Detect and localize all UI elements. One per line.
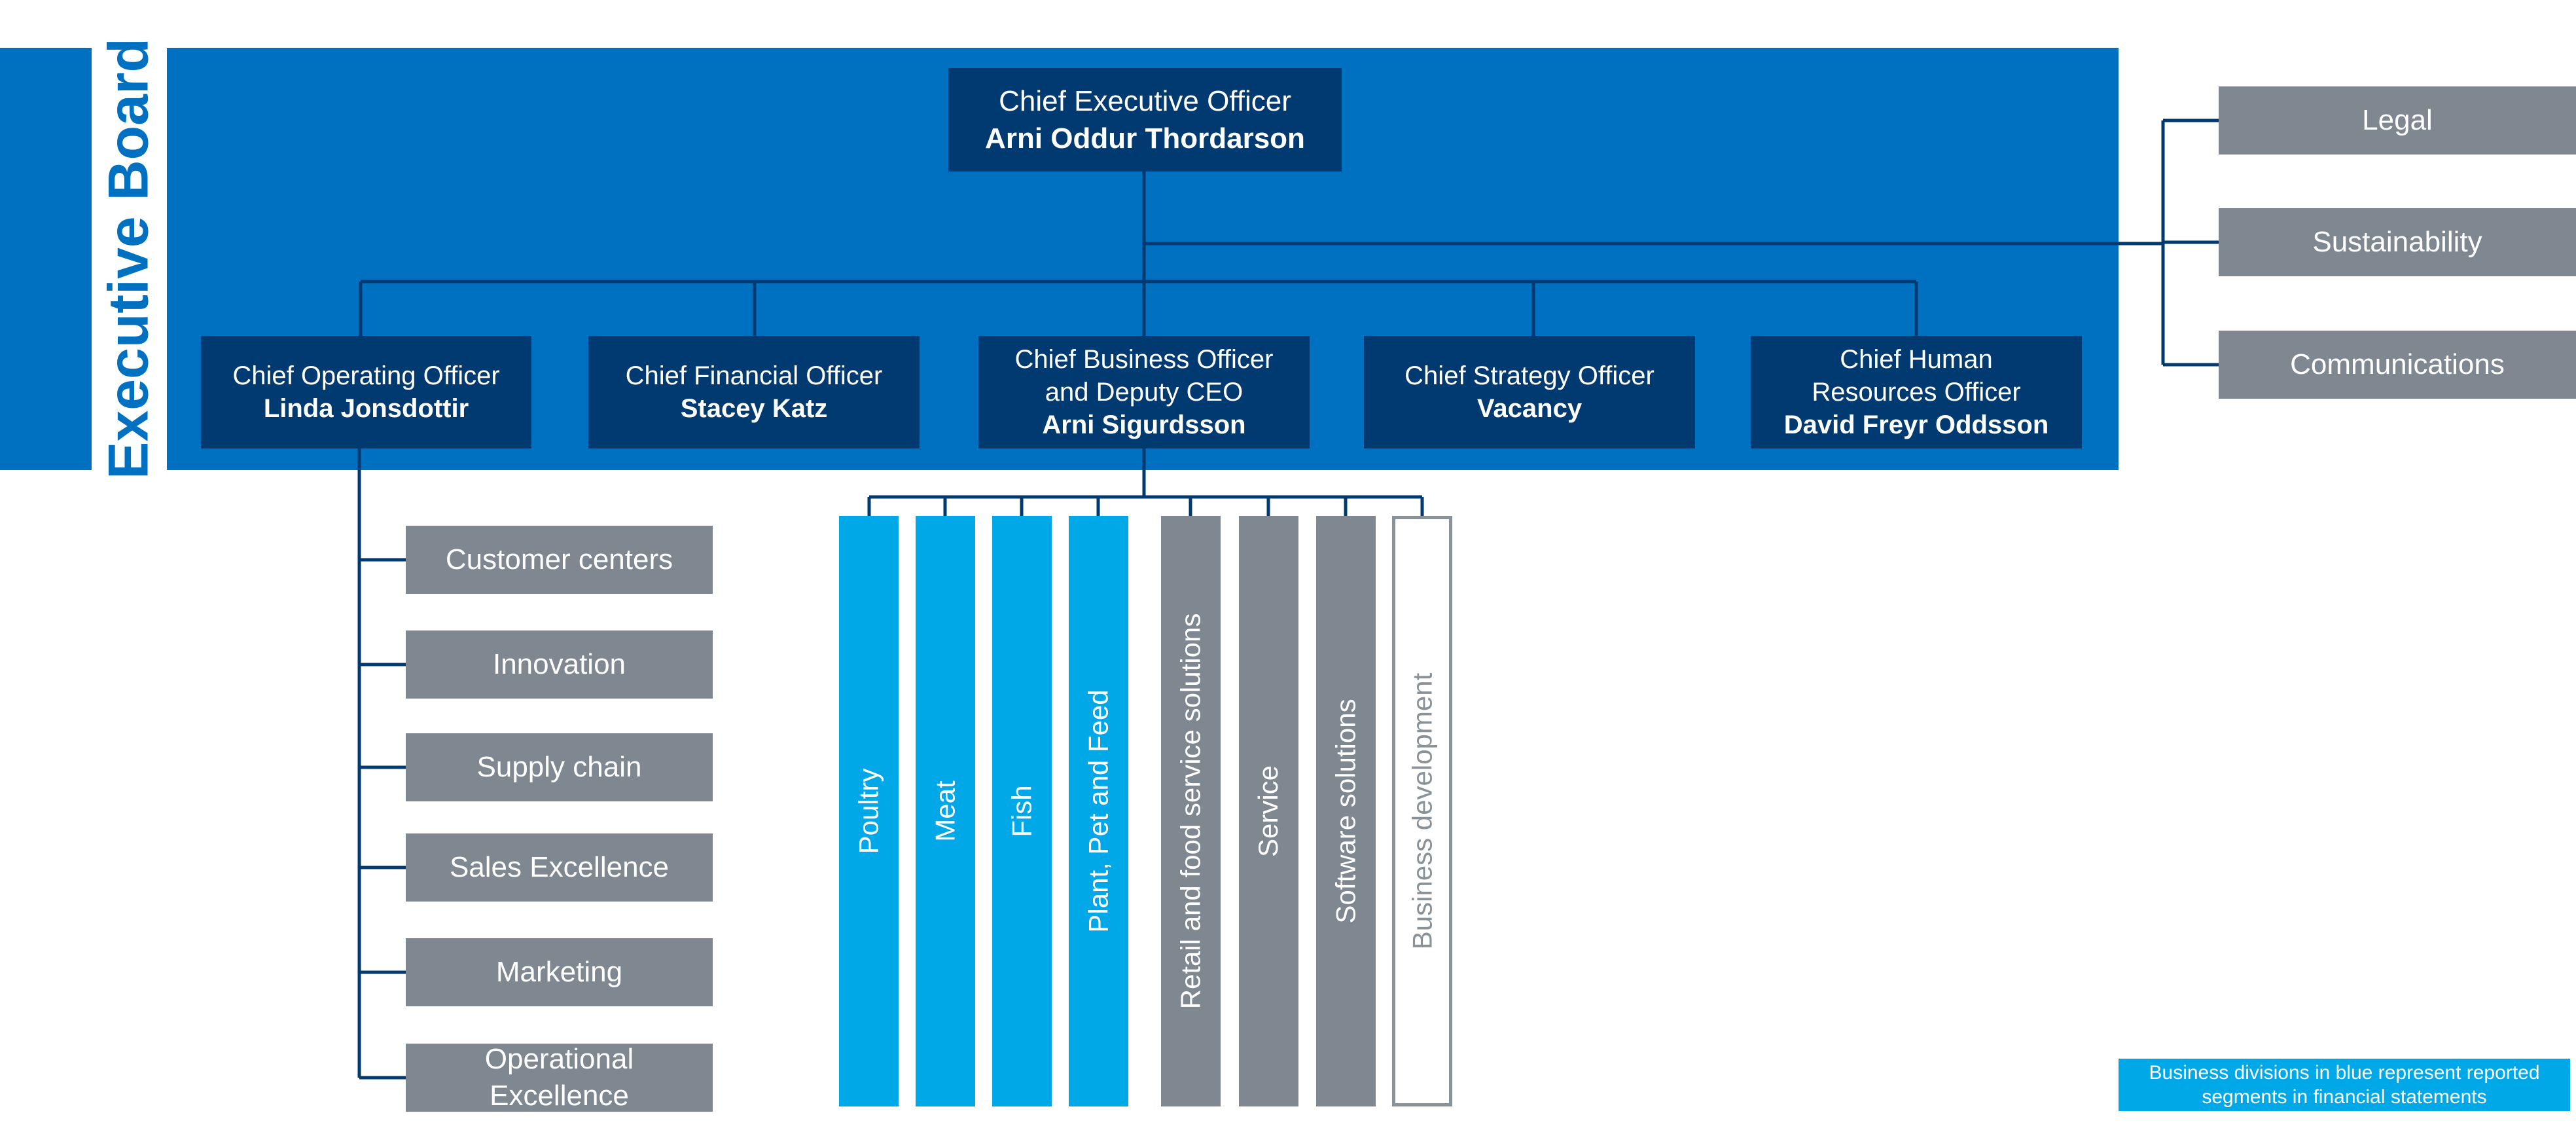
ceo-to-staff-connector xyxy=(1144,119,2219,367)
officer-box-coo: Chief Operating Officer Linda Jonsdottir xyxy=(201,336,531,448)
operations-unit-sales-excellence: Sales Excellence xyxy=(406,833,713,902)
division-bar-fish: Fish xyxy=(992,516,1052,1106)
division-bar-plant-pet-feed: Plant, Pet and Feed xyxy=(1069,516,1128,1106)
ceo-name: Arni Oddur Thordarson xyxy=(985,122,1305,155)
division-label-business-development: Business development xyxy=(1406,672,1437,950)
ceo-box: Chief Executive Officer Arni Oddur Thord… xyxy=(948,68,1342,172)
division-bar-business-development: Business development xyxy=(1392,516,1452,1106)
officer-name: Stacey Katz xyxy=(680,394,828,423)
division-label-poultry: Poultry xyxy=(853,768,884,854)
officer-title-line: Chief Operating Officer xyxy=(232,361,500,390)
cbo-to-divisions-connector xyxy=(867,448,1424,516)
staff-function-communications: Communications xyxy=(2219,331,2576,399)
officer-name: Vacancy xyxy=(1476,394,1583,423)
officer-title-line: Chief Business Officer xyxy=(1014,345,1274,374)
executive-board-label-strip xyxy=(92,48,167,470)
ceo-to-officers-connector xyxy=(359,172,1918,336)
operations-unit-operational-excellence: Operational Excellence xyxy=(406,1043,713,1112)
staff-function-legal: Legal xyxy=(2219,86,2576,155)
division-bar-meat: Meat xyxy=(916,516,975,1106)
division-bar-poultry: Poultry xyxy=(839,516,899,1106)
division-bar-software-solutions: Software solutions xyxy=(1316,516,1376,1106)
legend-note: Business divisions in blue represent rep… xyxy=(2119,1059,2570,1111)
ceo-title: Chief Executive Officer xyxy=(999,85,1291,117)
staff-function-sustainability: Sustainability xyxy=(2219,208,2576,276)
officer-title-line: Chief Financial Officer xyxy=(625,361,883,390)
officer-box-cbo: Chief Business Officer and Deputy CEO Ar… xyxy=(978,336,1310,448)
division-label-software-solutions: Software solutions xyxy=(1330,699,1361,924)
division-label-meat: Meat xyxy=(929,780,961,842)
officer-name: Linda Jonsdottir xyxy=(263,394,469,423)
division-bar-retail-food-service: Retail and food service solutions xyxy=(1161,516,1221,1106)
division-label-fish: Fish xyxy=(1006,785,1037,837)
division-bar-service: Service xyxy=(1239,516,1298,1106)
officer-box-cso: Chief Strategy Officer Vacancy xyxy=(1364,336,1695,448)
operations-unit-marketing: Marketing xyxy=(406,938,713,1006)
officer-title-line: Chief Human xyxy=(1840,345,1993,374)
division-label-service: Service xyxy=(1253,765,1284,858)
officer-title-line: Chief Strategy Officer xyxy=(1404,361,1655,390)
operations-unit-customer-centers: Customer centers xyxy=(406,526,713,594)
division-label-retail-food-service: Retail and food service solutions xyxy=(1175,613,1206,1010)
operations-unit-supply-chain: Supply chain xyxy=(406,733,713,801)
operations-unit-innovation: Innovation xyxy=(406,630,713,699)
officer-name: Arni Sigurdsson xyxy=(1042,411,1246,439)
officer-box-chro: Chief Human Resources Officer David Frey… xyxy=(1751,336,2082,448)
officer-name: David Freyr Oddsson xyxy=(1783,411,2049,439)
officer-title-line: Resources Officer xyxy=(1812,378,2021,407)
coo-to-units-connector xyxy=(357,448,406,1080)
officer-title-line: and Deputy CEO xyxy=(1045,378,1243,407)
division-label-plant-pet-feed: Plant, Pet and Feed xyxy=(1082,689,1114,933)
officer-box-cfo: Chief Financial Officer Stacey Katz xyxy=(588,336,920,448)
